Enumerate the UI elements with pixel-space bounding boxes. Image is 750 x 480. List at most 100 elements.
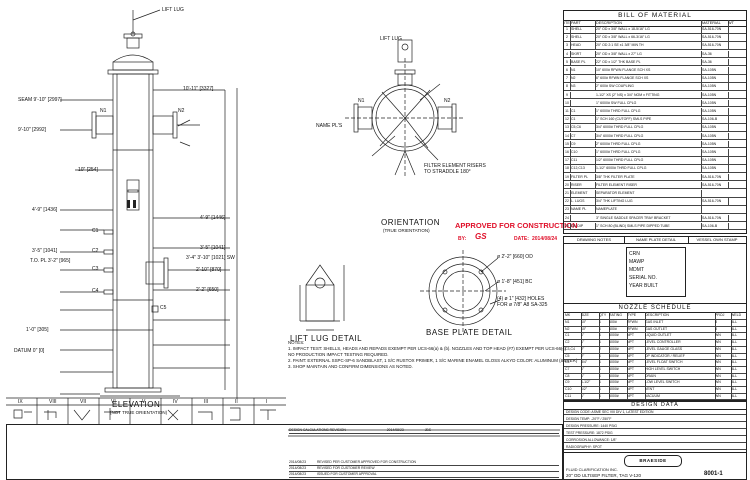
bom-cell: SA-516-70N [701,34,729,41]
bom-header-cell: PART [570,20,596,26]
bom-cell: 18 [564,165,571,172]
revision-row: 2014/08/23 REVISED PER CUSTOMER APPROVED… [289,459,559,466]
bom-cell: HEAD [570,42,596,49]
bom-cell: 6 [564,67,571,74]
seam-dim: SEAM 9'-10" [2997] [18,97,62,103]
tan-line-dim: T.O. PL 3'-2" [965] [30,258,71,264]
nozzle-cell: WN [714,392,732,400]
nozzle-cell: LEVEL FLOAT SWITCH [644,359,716,366]
nozzle-cell: 1 [598,379,610,387]
general-notes: NOTES: 1. IMPACT TEST: SHELLS, HEADS AND… [288,340,577,370]
nozzle-header-cell: PROJ [714,312,732,319]
nozzle-cell: LEVEL CONTROLLER [644,339,716,346]
bom-cell: 20" OD x 3/8" WALL x 66-3/16" LG [595,34,702,41]
nozzle-cell: VENT [644,386,716,393]
bom-cell: L. LUGS [570,198,596,205]
nozzle-cell: 6000# [608,365,628,373]
bom-cell: SA-105N [701,124,729,131]
nozzle-cell: HIGH LEVEL SWITCH [644,365,716,373]
nozzle-cell: 600# [608,319,628,326]
bom-cell: SA-516-70N [701,42,729,49]
bom-cell: C9 [570,140,596,148]
nozzle-cell: C11 [564,392,582,400]
notes-title: NOTES: [288,340,305,345]
nozzle-proj-dim: 10" [254] [78,167,98,173]
nozzle-cell: 10" [580,319,600,326]
nozzle-cell: 6000# [608,352,628,360]
design-row: DESIGN CODE: ASME SEC VIII DIV 1, LATEST… [564,409,746,415]
nozzle-cell: NPT [626,372,646,380]
nameplate-panel: DRAWING NOTES NAME PLATE DETAIL VESSEL O… [563,236,747,304]
nozzle-cell: 6000# [608,332,628,340]
orientation-subtitle: (TRUE ORIENTATION) [383,228,430,233]
nozzle-cell: 1 [598,359,610,366]
nozzle-cell: C10 [564,386,582,393]
rev-desc: REVISED PER CUSTOMER APPROVED FOR CONSTR… [316,460,416,464]
bom-header-cell: WT [728,21,734,25]
nozzle-cell: C6 [564,359,582,366]
bom-title: BILL OF MATERIAL [564,11,746,21]
design-row: TEST PRESSURE: 1872 PSIG [564,430,746,436]
bom-cell: FILTER ELEMENT RISER [595,181,702,189]
bom-cell: FILTER PL [570,173,596,181]
bom-cell: 2" 6000# THRD FULL CPLG [595,140,702,148]
nozzle-cell: RFWN [626,319,646,326]
nozzle-cell: 1" [580,372,600,380]
level-dim-f: 2'-2" [650] [196,287,219,293]
view-label: I [266,399,268,405]
level-dim-a: 4'-9" [1436] [32,207,58,213]
nozzle-cell: DRAIN [644,372,716,380]
nozzle-cell: NPT [626,365,646,373]
nozzle-cell: NPT [626,345,646,353]
nozzle-header-cell: DESCRIPTION [644,312,716,319]
nozzle-cell: 2" [580,352,600,360]
bom-cell: SA-516-70N [701,173,729,181]
nozzle-cell: 1 [598,392,610,400]
bom-cell: SA-516-70N [701,181,729,189]
nozzle-cell: 2" [580,345,600,353]
nozzle-cell: ALL [731,353,738,358]
nozzle-cell: WN [714,339,732,346]
nozzle-cell: 6000# [608,345,628,353]
view-label: IX [18,399,23,405]
bom-cell: SA-105N [701,140,729,148]
nozzle-cell: C5 [564,352,582,360]
drawing-description: 20" OD ULTISEP FILTER, TAG V-120 [566,473,641,478]
tag-n1: N1 [100,108,107,114]
nozzle-cell: 6000# [608,339,628,346]
design-data-title: DESIGN DATA [564,402,746,410]
drawing-number: 8001-1 [704,471,723,477]
filter-riser-callout: FILTER ELEMENT RISERS [424,163,486,169]
bom-cell: 7 [564,75,571,82]
bom-cell: BASE PL [570,58,596,66]
nozzle-header-cell: SIZE [580,312,600,319]
nozzle-cell: ALL [731,366,738,371]
bom-cell: 2" 600# SW COUPLING [595,83,702,90]
bom-cell: 13 [564,124,571,131]
drawing-notes-header: DRAWING NOTES [564,237,625,244]
nozzle-header-cell: MK [564,312,582,319]
note-line: 1. IMPACT TEST: SHELLS, HEADS AND REPADS… [288,346,567,351]
bom-cell: 1" 6000# SW FULL CPLG [595,99,702,107]
nozzle-cell: ALL [731,340,738,345]
nozzle-cell: NPT [626,332,646,340]
bom-cell: SA-516-70N [701,26,729,33]
nameplate-line: CRN [629,251,640,257]
nozzle-cell: ALL [731,333,738,338]
bom-cell: NAMEPLATE [595,206,702,213]
